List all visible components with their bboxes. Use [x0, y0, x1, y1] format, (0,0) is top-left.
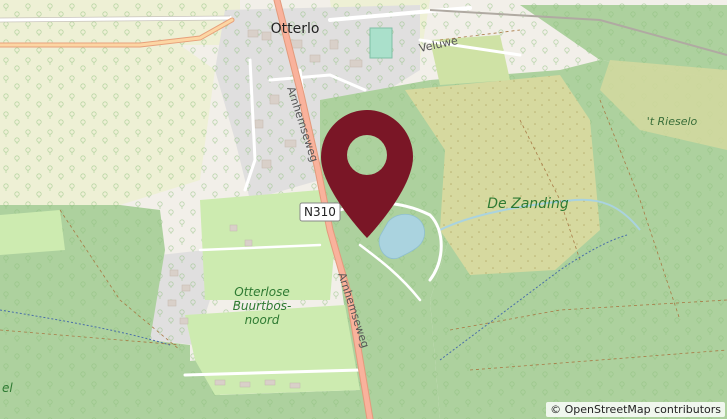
main-road-west-fill [0, 18, 234, 47]
buildings-cluster [167, 29, 363, 389]
label-wood-line2: Buurtbos- [233, 299, 292, 313]
label-edge: el [2, 381, 13, 395]
label-rieselo: 't Rieselo [647, 115, 698, 128]
label-otterlo: Otterlo [271, 21, 320, 37]
sports-field[interactable] [369, 27, 393, 59]
map-pin-icon[interactable] [321, 110, 413, 238]
road-shield-n310[interactable]: N310 [299, 202, 341, 222]
road-casings-grey [0, 15, 231, 23]
road-northeast [429, 9, 727, 56]
stream [439, 198, 641, 231]
grass-west[interactable] [0, 210, 65, 255]
main-road-arnhemseweg-fill [274, 0, 373, 419]
tracks [0, 29, 727, 371]
footpaths-blue [0, 234, 628, 361]
road-shield-label: N310 [304, 205, 336, 219]
heath-rieselo[interactable] [600, 60, 727, 150]
label-wood-line3: noord [245, 313, 280, 327]
label-de-zanding: De Zanding [487, 196, 569, 212]
lake[interactable] [378, 214, 425, 260]
map-attribution[interactable]: © OpenStreetMap contributors [546, 402, 725, 417]
label-wood-line1: Otterlose [234, 285, 289, 299]
heath-north[interactable] [430, 35, 510, 85]
